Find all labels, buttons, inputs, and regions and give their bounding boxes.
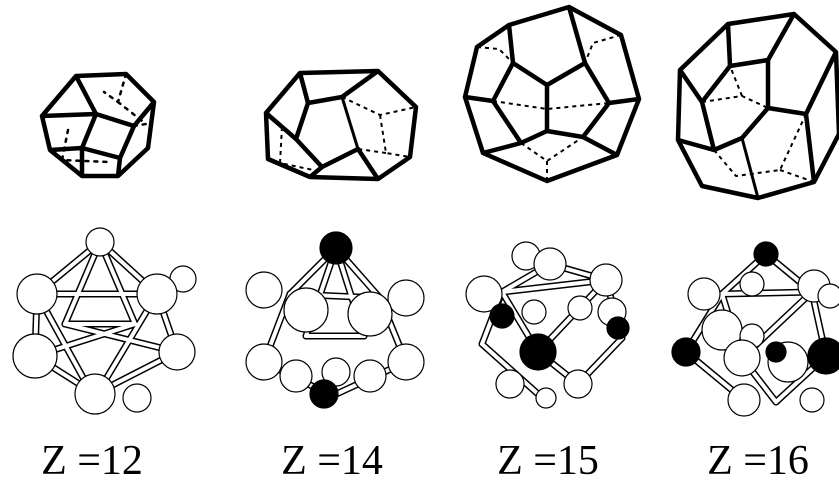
label-z14: Z =14 (281, 438, 383, 484)
label-z12: Z =12 (41, 438, 143, 484)
cluster-z16 (671, 241, 839, 417)
polyhedron-z14 (263, 68, 419, 182)
cluster-z14 (245, 231, 425, 409)
polyhedron-z12 (39, 71, 157, 179)
polyhedron-z16 (675, 11, 839, 201)
cluster-z12 (12, 227, 197, 415)
polyhedron-z15 (462, 4, 642, 184)
label-z16: Z =16 (707, 438, 809, 484)
label-z15: Z =15 (497, 438, 599, 484)
cluster-z15 (465, 241, 630, 409)
